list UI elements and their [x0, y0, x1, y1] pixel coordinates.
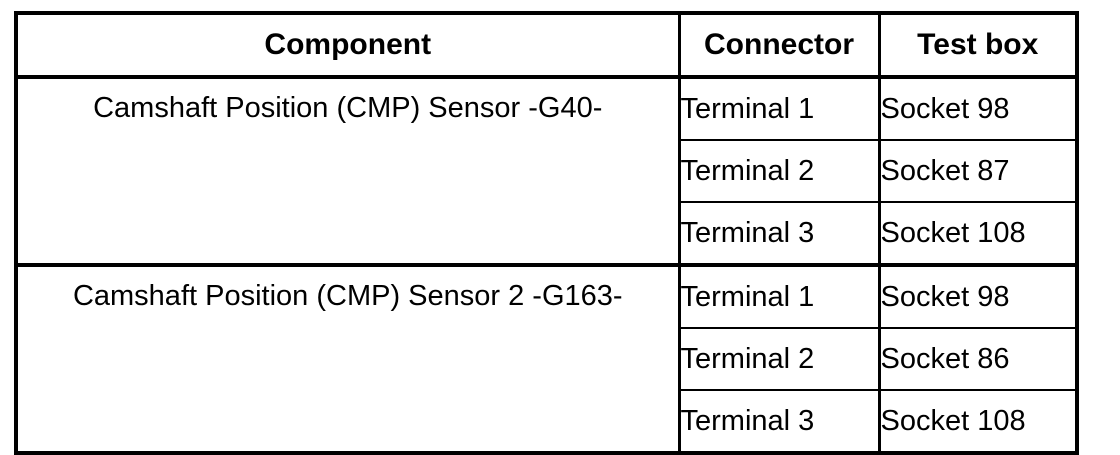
cell-testbox: Socket 86 — [879, 328, 1079, 391]
cell-testbox: Socket 108 — [879, 202, 1079, 267]
table-row: Camshaft Position (CMP) Sensor -G40- Ter… — [14, 77, 1079, 267]
cell-connector: Terminal 1 — [679, 265, 881, 329]
column-header-component: Component — [14, 11, 681, 79]
header-row: Component Connector Test box — [14, 11, 1079, 79]
cell-connector: Terminal 1 — [679, 77, 881, 141]
cell-component-group-1: Camshaft Position (CMP) Sensor -G40- — [14, 77, 681, 267]
cell-connector: Terminal 3 — [679, 202, 881, 267]
table-row: Terminal 2 Socket 87 — [16, 140, 1079, 203]
column-header-connector: Connector — [679, 11, 881, 79]
cell-connector: Terminal 3 — [679, 390, 881, 455]
cell-testbox: Socket 98 — [879, 265, 1079, 329]
page-root: Component Connector Test box Camshaft Po… — [14, 11, 1079, 455]
table-header: Component Connector Test box — [14, 11, 1079, 79]
table-row: Terminal 3 Socket 108 — [16, 202, 1079, 267]
column-header-testbox: Test box — [879, 11, 1079, 79]
cell-testbox: Socket 98 — [879, 77, 1079, 141]
component-connector-testbox-table: Component Connector Test box Camshaft Po… — [14, 11, 1079, 455]
table-row: Terminal 2 Socket 86 — [16, 328, 1079, 391]
table-row: Camshaft Position (CMP) Sensor 2 -G163- … — [14, 265, 1079, 455]
cell-component-group-2: Camshaft Position (CMP) Sensor 2 -G163- — [14, 265, 681, 455]
cell-connector: Terminal 2 — [679, 328, 881, 391]
table-body: Camshaft Position (CMP) Sensor -G40- Ter… — [14, 77, 1079, 455]
cell-testbox: Socket 87 — [879, 140, 1079, 203]
cell-testbox: Socket 108 — [879, 390, 1079, 455]
cell-connector: Terminal 2 — [679, 140, 881, 203]
